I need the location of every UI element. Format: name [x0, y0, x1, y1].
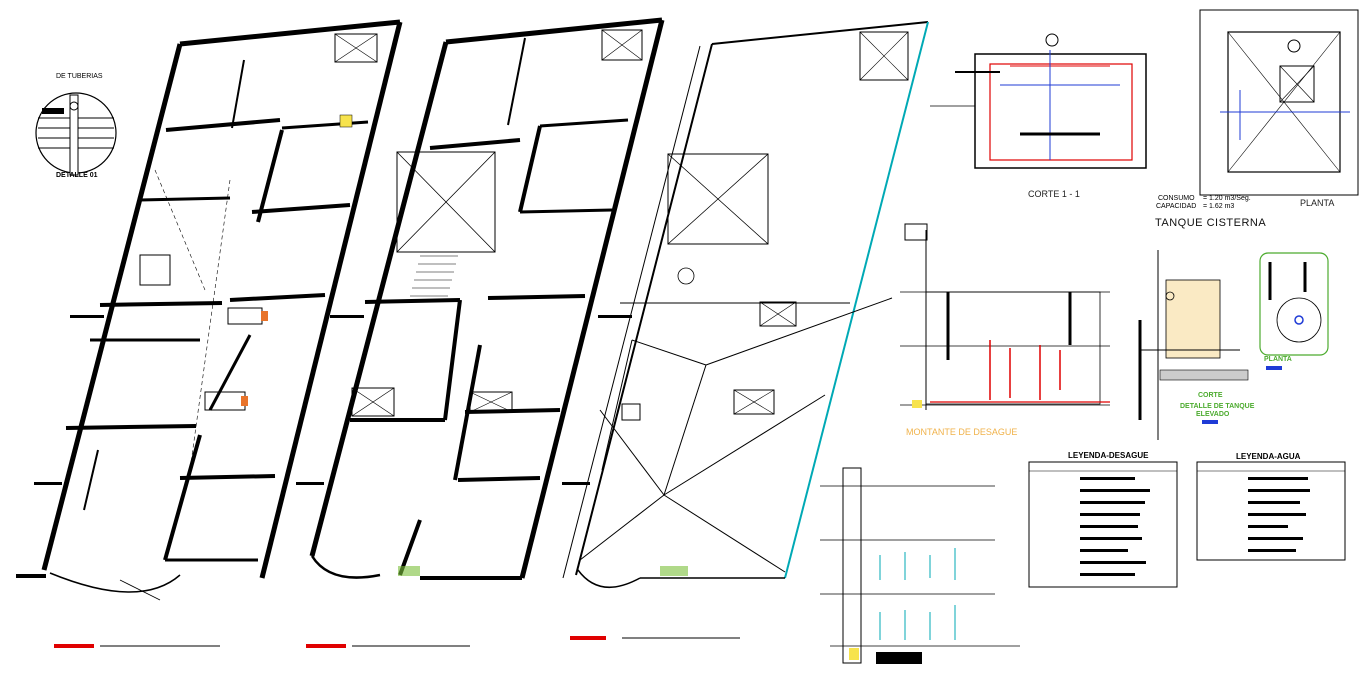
- detail-title: DE TUBERIAS: [56, 73, 103, 80]
- cistern-section-label: CORTE 1 - 1: [1028, 189, 1080, 199]
- cistern-plan-label: PLANTA: [1300, 198, 1335, 208]
- elevated-tank-plan: [1202, 252, 1329, 424]
- cistern-plan: [1199, 9, 1359, 196]
- elevated-tank-section: [1140, 250, 1249, 440]
- drain-riser-section: [900, 223, 1142, 420]
- roof-plan: [562, 21, 929, 589]
- title-marks: [16, 315, 740, 648]
- cistern-section-1-1: [930, 33, 1147, 169]
- elevated-tank-detail-2: ELEVADO: [1196, 411, 1230, 418]
- cistern-title: TANQUE CISTERNA: [1155, 217, 1267, 229]
- elevated-tank-section-label: CORTE: [1198, 392, 1223, 399]
- floor-plan-2: [309, 17, 665, 580]
- water-riser-section: [820, 467, 1020, 664]
- capacidad-value: = 1.62 m3: [1203, 203, 1235, 210]
- elevated-tank-detail-1: DETALLE DE TANQUE: [1180, 403, 1255, 410]
- legend-drain-box: [1028, 461, 1178, 588]
- legend-drain-title: LEYENDA-DESAGUE: [1068, 451, 1149, 460]
- legend-water-title: LEYENDA-AGUA: [1236, 452, 1301, 461]
- consumo-value: = 1.20 m3/Seg.: [1203, 195, 1251, 202]
- detail-label: DETALLE 01: [56, 172, 98, 179]
- floor-plan-1: [41, 19, 403, 601]
- legend-water-box: [1196, 461, 1346, 561]
- elevated-tank-plan-label: PLANTA: [1264, 356, 1292, 363]
- legend-rows: [1080, 477, 1310, 576]
- consumo-key: CONSUMO: [1158, 195, 1195, 202]
- pipe-detail-01: [35, 92, 117, 176]
- drain-riser-title: MONTANTE DE DESAGUE: [906, 427, 1018, 437]
- capacidad-key: CAPACIDAD: [1156, 203, 1197, 210]
